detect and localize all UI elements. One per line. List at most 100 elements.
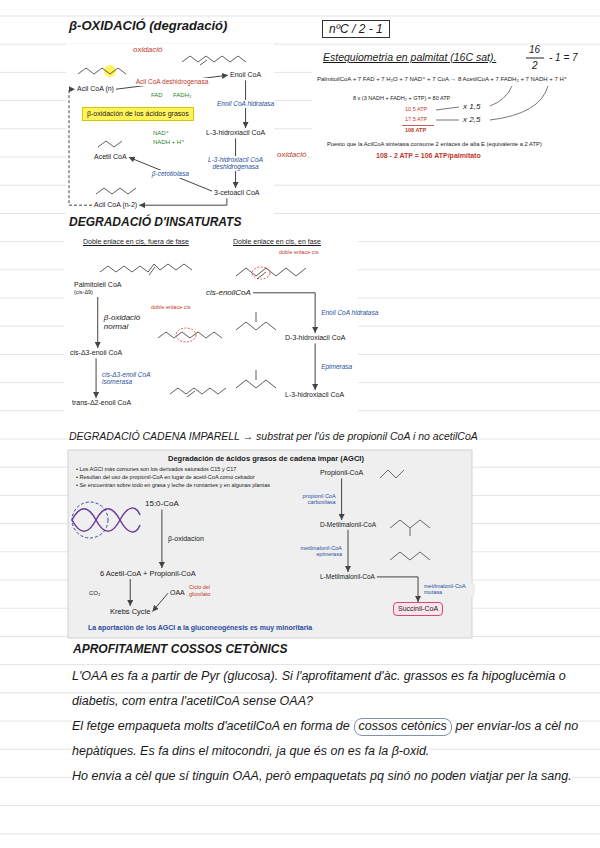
enzyme-label: Enoil CoA hidratasa <box>216 100 275 107</box>
acyl-chain <box>390 552 430 560</box>
node-text: Succinil-CoA <box>398 605 438 613</box>
node-text: OAA <box>170 589 185 597</box>
enzyme-label: metilmalonil-CoA mutasa <box>423 583 475 596</box>
note-text: x 2,5 <box>462 115 481 125</box>
result: 108 - 2 ATP = 106 ATP/palmitato <box>375 152 482 160</box>
compound-label: 15:0-CoA <box>143 498 181 510</box>
acyl-chain <box>182 56 246 62</box>
product-box: Succinil-CoA <box>393 602 443 616</box>
figure-ground <box>66 44 274 214</box>
enzyme-label: propionil CoA carboxilasa <box>273 493 337 506</box>
node-text: cis-enoilCoA <box>206 288 251 298</box>
leader-line <box>490 86 512 106</box>
reaction-arrow <box>347 530 348 572</box>
sum-line <box>402 125 434 126</box>
note-text: doble enlace cis <box>278 249 319 256</box>
enzyme-label: metilmalonil-CoA epimerasa <box>279 545 343 558</box>
compound-label: Acil CoA (n-2) <box>92 200 139 210</box>
node-text: D-Metilmalonil-CoA <box>320 521 376 529</box>
reaction-arrow <box>130 579 131 606</box>
compound-label: L-3-hidroxiacil CoA <box>283 390 346 400</box>
paragraph-text: El fetge empaqueta molts d'acetilCoA en … <box>72 719 350 733</box>
node-text: Acetil CoA <box>94 153 127 161</box>
acyl-chain <box>96 188 136 194</box>
reaction-arrow <box>139 198 227 205</box>
node-text: 6 Acetil-CoA + Propionil-CoA <box>100 569 196 578</box>
drawing-part <box>72 470 430 560</box>
acyl-chain <box>98 141 122 147</box>
compound-label: Acil CoA (n) <box>75 84 116 94</box>
compound-label: Acetil CoA <box>92 152 129 162</box>
ruled-line <box>0 16 600 17</box>
acyl-chain <box>380 470 404 478</box>
acyl-chain <box>78 68 126 74</box>
paragraph: Ho envia a cèl que sí tinguin OAA, però … <box>72 764 596 789</box>
ruled-line <box>0 805 600 806</box>
note-text: - 1 = 7 <box>548 52 579 64</box>
bond-mark <box>252 267 270 279</box>
bond-mark <box>176 328 196 342</box>
panel-background <box>68 450 472 638</box>
drawing-part <box>68 450 472 638</box>
node-text: Propionil-CoA <box>320 469 363 477</box>
reaction-arrow <box>377 577 418 602</box>
node-text: Degradación de ácidos grasos de cadena i… <box>168 454 364 463</box>
compound-label: L-Metilmalonil-CoA <box>318 572 377 582</box>
note-text: 108 ATP <box>404 127 427 134</box>
node-text: Acil CoA (n) <box>77 85 114 93</box>
double-bond <box>149 267 155 275</box>
node-text: Acil CoA (n-2) <box>94 201 137 209</box>
note-text: x 1,5 <box>462 102 481 112</box>
compound-label: D-3-hidroxiacil CoA <box>283 333 347 343</box>
node-text: β-oxidación de los ácidos grasos <box>87 110 189 118</box>
node-text: Krebs Cycle <box>110 607 150 616</box>
fatty-acid-helix <box>72 509 140 532</box>
acyl-chain <box>236 268 306 276</box>
double-bond <box>257 272 266 279</box>
node-text: • Se encuentran sobre todo en grasa y le… <box>76 482 270 489</box>
ruled-line <box>0 664 600 665</box>
cofactor: NAD⁺ <box>152 130 170 137</box>
drawing-part <box>69 75 418 611</box>
node-text: cossos cetònics <box>359 719 447 735</box>
node-text: Enoil CoA <box>230 71 261 79</box>
reaction-arrow <box>96 358 97 398</box>
note-text: Puesto que la AcilCoA sintetasa consume … <box>326 141 543 148</box>
equation: PalmitoilCoA + 7 FAD + 7 H₂O + 7 NAD⁺ + … <box>316 76 568 83</box>
enzyme-label: L-3-hidroxiacil CoA deshidrogenasa <box>202 156 270 171</box>
reaction-arrow <box>341 478 342 520</box>
heading: β-OXIDACIÓ (degradació) <box>68 18 228 34</box>
enzyme-label: β-oxidacion <box>167 535 205 543</box>
compound-label: cis-enoilCoA <box>204 287 253 299</box>
node-text: L-3-hidroxiacil CoA <box>285 391 344 399</box>
acyl-chain <box>390 520 430 528</box>
fraction-bar <box>526 58 544 59</box>
node-text: D-3-hidroxiacil CoA <box>285 334 345 342</box>
node-text: • Resultan del uso de propionil-CoA en l… <box>76 474 255 481</box>
acyl-chain <box>236 380 276 388</box>
cofactor: NADH + H⁺ <box>152 139 185 146</box>
paragraph-text: Ho envia a cèl que sí tinguin OAA, però … <box>72 769 572 783</box>
figure-ground <box>64 234 358 412</box>
compound-label: 6 Acetil-CoA + Propionil-CoA <box>98 568 198 579</box>
heading: DEGRADACIÓ D'INSATURATS <box>68 215 242 229</box>
enzyme-label: β-cetotiolasa <box>151 170 190 177</box>
reaction-arrow <box>253 293 315 333</box>
node-text: • Los AGCI más comunes son los derivados… <box>76 466 236 473</box>
focus-circle <box>72 502 108 538</box>
compound-label: Krebs Cycle <box>108 606 152 617</box>
reaction-arrow <box>129 157 212 191</box>
subheading: Doble enlace en cis, en fase <box>232 238 322 246</box>
acyl-chain <box>158 332 222 338</box>
compound-label: Propionil-CoA <box>318 468 365 478</box>
highlight-box: cossos cetònics <box>354 718 452 736</box>
node-text: trans-Δ2-enoil CoA <box>72 399 131 407</box>
node-text: 3-cetoacil CoA <box>214 189 260 197</box>
compound-label: L-3-hidroxiacil CoA <box>204 128 267 138</box>
reaction-arrow <box>161 510 162 568</box>
leader-line <box>436 107 459 110</box>
node-text: Palmitoleil CoA <box>74 281 121 289</box>
node-text: L-Metilmalonil-CoA <box>320 573 375 581</box>
ruled-line <box>0 833 600 834</box>
leader-line <box>490 86 548 120</box>
